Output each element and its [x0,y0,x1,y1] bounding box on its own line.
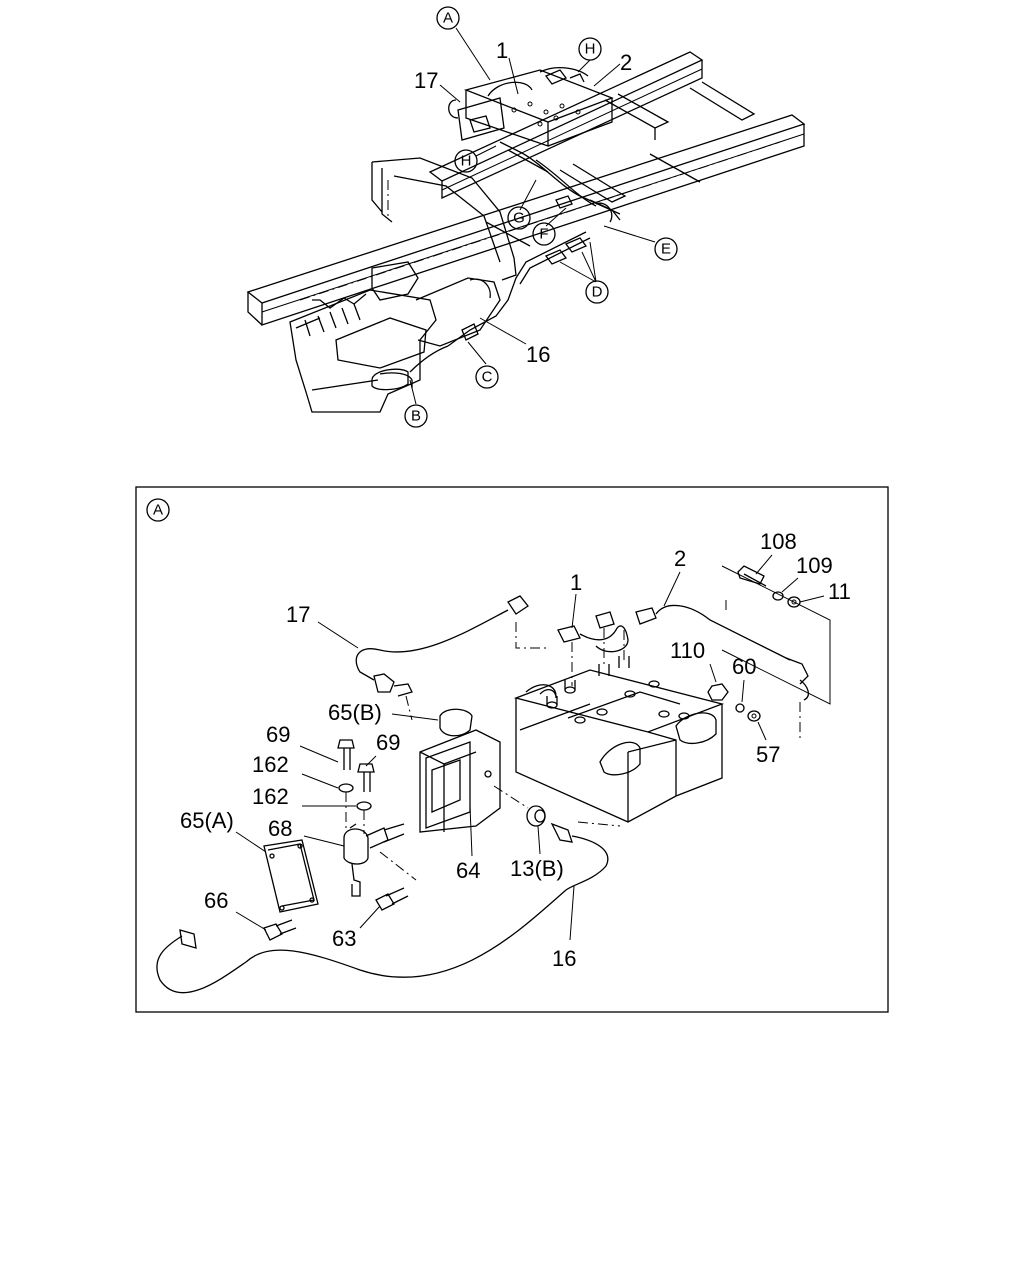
top-view: A H H G F E D C B 1 2 17 16 [246,6,806,428]
top-label-17: 17 [414,68,438,93]
bolt-66 [263,919,297,941]
detail-label-57: 57 [756,742,780,767]
detail-label-11: 11 [828,579,851,604]
bolts-69-washers-162 [337,739,375,834]
detail-a: A [135,486,889,1013]
battery-box-top [448,69,614,147]
callout-C: C [475,365,499,389]
detail-label-162-lower: 162 [252,784,289,809]
cable-routing [379,66,621,388]
detail-label-17: 17 [286,602,310,627]
cover-65a [263,839,319,913]
relay-68 [343,823,417,897]
frame-rail-left [246,114,806,326]
detail-label-109: 109 [796,553,833,578]
detail-label-16: 16 [552,946,576,971]
detail-label-66: 66 [204,888,228,913]
svg-text:D: D [592,284,603,301]
svg-text:C: C [482,369,493,386]
detail-label-110: 110 [670,638,705,663]
cross-members [485,81,756,247]
batteries [513,656,725,823]
top-label-16: 16 [526,342,550,367]
detail-label-69-right: 69 [376,730,400,755]
bolt-63 [375,887,409,911]
detail-label-65a: 65(A) [180,808,234,833]
detail-label-13b: 13(B) [510,856,564,881]
detail-label-69-left: 69 [266,722,290,747]
detail-callout-A: A [146,498,170,522]
svg-text:F: F [539,226,548,243]
svg-text:H: H [461,153,472,170]
callout-A: A [436,6,460,30]
terminal-box-64 [419,729,501,833]
detail-label-64: 64 [456,858,480,883]
detail-label-108: 108 [760,529,797,554]
engine [289,261,437,413]
transmission [415,277,501,347]
svg-text:A: A [153,502,163,519]
detail-label-2: 2 [674,546,686,571]
cap-65b [439,708,473,737]
frame-rail-right [428,51,704,200]
cable-2 [623,604,810,701]
svg-text:A: A [443,10,453,27]
svg-text:E: E [661,241,671,258]
detail-leaders [235,554,825,941]
detail-label-1: 1 [570,570,582,595]
bolt-108-group [721,565,831,740]
callout-H-lower: H [454,149,478,173]
callout-E: E [654,237,678,261]
top-label-2: 2 [620,50,632,75]
cable-17 [355,595,548,721]
callout-G: G [507,206,531,230]
nut-washers [707,683,761,722]
top-label-1: 1 [496,38,508,63]
svg-text:H: H [585,41,596,58]
top-callouts: A H H G F E D C B [404,6,678,428]
cab-bracket [371,157,517,281]
svg-text:B: B [411,408,421,425]
detail-frame [135,486,889,1013]
detail-label-65b: 65(B) [328,700,382,725]
detail-label-68: 68 [268,816,292,841]
detail-label-162-upper: 162 [252,752,289,777]
detail-label-60: 60 [732,654,756,679]
svg-text:G: G [513,210,525,227]
callout-B: B [404,404,428,428]
callout-F: F [532,222,556,246]
cable-1 [557,611,629,686]
top-leaders [409,27,656,405]
grommet-13b [493,785,546,827]
detail-label-63: 63 [332,926,356,951]
callout-H-upper: H [578,37,602,61]
cable-16 [156,821,621,994]
callout-D: D [585,280,609,304]
